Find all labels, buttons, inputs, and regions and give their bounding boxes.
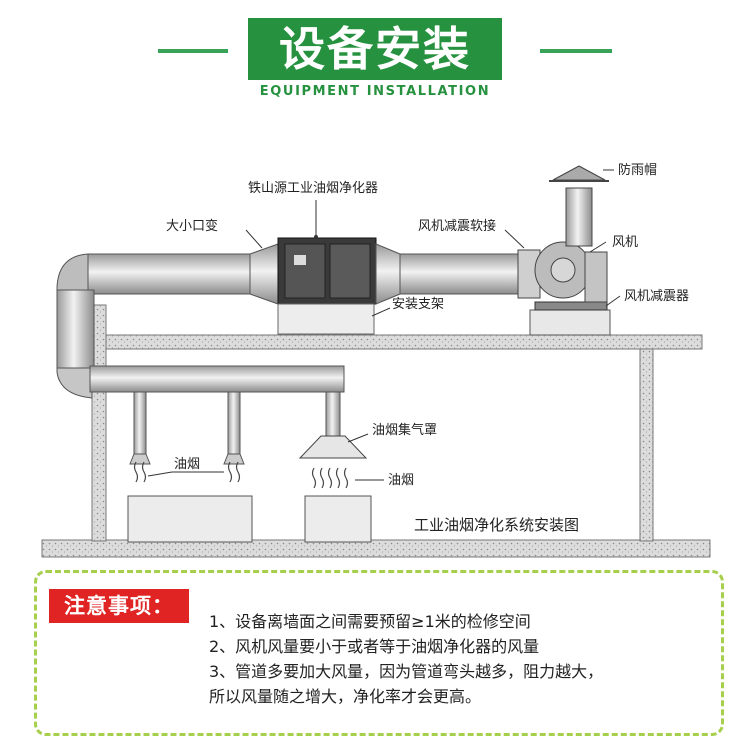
lower-duct <box>89 365 345 393</box>
label-fan-damper: 风机减震器 <box>624 289 689 304</box>
notes-box: 注意事项： 1、设备离墙面之间需要预留≥1米的检修空间 2、风机风量要小于或者等… <box>34 570 724 736</box>
hood-pipe-main <box>325 391 341 437</box>
label-fan-connector: 风机减震软接 <box>418 218 496 234</box>
note-item-2: 2、风机风量要小于或者等于油烟净化器的风量 <box>209 637 540 656</box>
leader-purifier-dot <box>314 235 318 239</box>
label-reducer: 大小口变 <box>166 218 218 234</box>
leader-hood <box>347 433 369 443</box>
upper-floor-slab <box>94 334 703 350</box>
note-item-3-cont: 所以风量随之增大，净化率才会更高。 <box>209 687 482 706</box>
exhaust-hood <box>298 435 368 459</box>
fan-damper <box>534 301 608 311</box>
purifier-panel-right <box>329 243 371 299</box>
purifier-control <box>294 255 306 265</box>
outlet-duct <box>399 253 519 295</box>
note-item-1: 1、设备离墙面之间需要预留≥1米的检修空间 <box>209 612 531 631</box>
label-fume-right: 油烟 <box>388 473 414 488</box>
notes-list: 1、设备离墙面之间需要预留≥1米的检修空间 2、风机风量要小于或者等于油烟净化器… <box>209 609 719 709</box>
label-purifier: 铁山源工业油烟净化器 <box>248 181 378 196</box>
header-line-right <box>540 49 612 53</box>
leader-reducer <box>245 229 263 249</box>
outlet-reducer <box>375 243 401 305</box>
section-header: 设备安装 EQUIPMENT INSTALLATION <box>0 0 750 110</box>
leader-fume-left <box>147 471 224 477</box>
fan-outlet-stack <box>565 187 593 247</box>
diagram-caption: 工业油烟净化系统安装图 <box>414 516 579 534</box>
fume-right <box>311 467 349 489</box>
fan-base <box>529 309 611 336</box>
leader-connector <box>504 229 525 249</box>
page-subtitle: EQUIPMENT INSTALLATION <box>259 84 491 99</box>
stove-left <box>127 495 253 543</box>
leader-bracket <box>371 307 391 317</box>
notes-label: 注意事项： <box>49 589 189 623</box>
header-line-left <box>158 49 228 53</box>
purifier-panel-left <box>284 243 326 299</box>
hood-pipe-left-a <box>133 391 147 455</box>
left-wall-post <box>91 304 107 542</box>
note-item-3: 3、管道多要加大风量，因为管道弯头越多，阻力越大， <box>209 662 604 681</box>
label-fan: 风机 <box>612 235 638 250</box>
leader-damper <box>605 295 621 307</box>
stove-right <box>304 495 372 543</box>
fume-left-b <box>227 461 241 483</box>
purifier-bracket <box>277 303 375 335</box>
label-bracket: 安装支架 <box>392 297 444 312</box>
duct-elbow-lower <box>56 365 95 399</box>
label-hood: 油烟集气罩 <box>372 422 437 438</box>
leader-fan <box>589 241 607 253</box>
hood-nozzle-left-b <box>223 453 245 465</box>
reducer <box>249 243 279 305</box>
rain-cap <box>552 165 606 181</box>
label-fume-left: 油烟 <box>174 457 200 472</box>
right-wall-post <box>639 348 654 542</box>
hood-pipe-left-b <box>227 391 241 455</box>
installation-diagram: 铁山源工业油烟净化器 大小口变 风机减震软接 防雨帽 风机 风机减震器 安装支架… <box>0 140 750 565</box>
fume-left-a <box>133 461 147 483</box>
page-title: 设备安装 <box>248 18 502 80</box>
hood-nozzle-left-a <box>129 453 151 465</box>
label-rain-cap: 防雨帽 <box>618 162 657 178</box>
fan-motor <box>584 251 608 303</box>
ground-slab <box>41 539 711 558</box>
vertical-duct <box>56 289 95 371</box>
diagram-svg: 铁山源工业油烟净化器 大小口变 风机减震软接 防雨帽 风机 风机减震器 安装支架… <box>41 162 711 558</box>
fan-hub <box>550 257 576 283</box>
inlet-duct <box>87 253 254 295</box>
